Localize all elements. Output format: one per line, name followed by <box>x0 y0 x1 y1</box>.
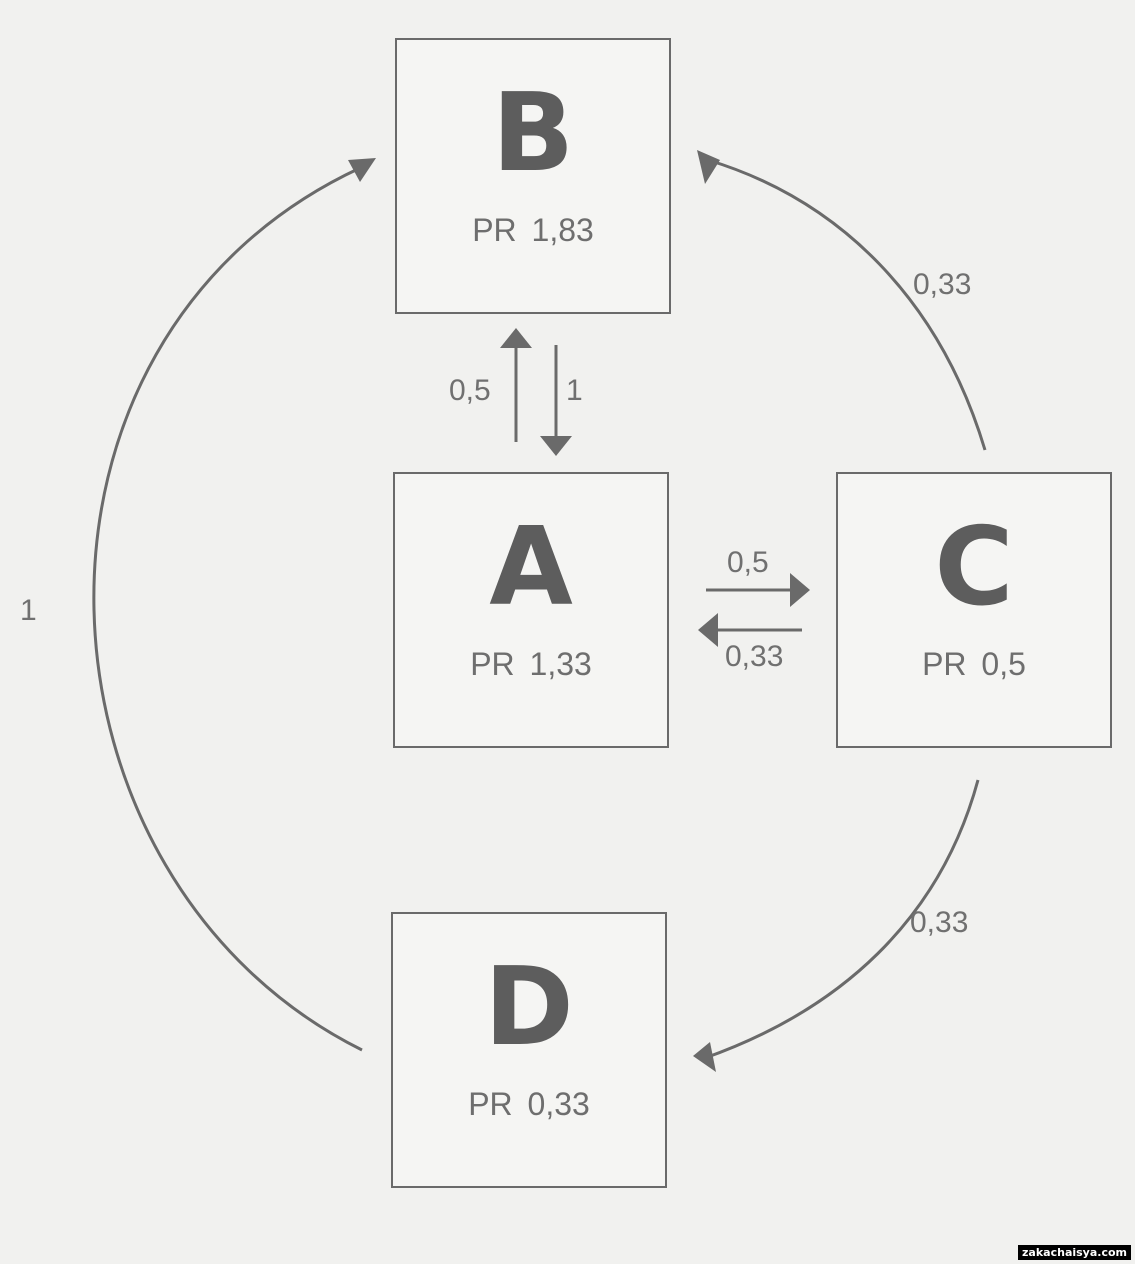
node-d-pagerank: PR 0,33 <box>468 1086 590 1122</box>
arrowhead-d-to-b <box>348 158 376 182</box>
node-d-letter: D <box>484 945 574 1070</box>
arrowhead-c-to-d <box>693 1042 716 1072</box>
edge-label-d-to-b: 1 <box>20 594 37 627</box>
edge-label-a-to-c: 0,5 <box>727 546 769 579</box>
node-c-pagerank: PR 0,5 <box>922 646 1026 682</box>
edge-label-c-to-b: 0,33 <box>913 268 972 301</box>
node-a: A PR 1,33 <box>393 472 669 748</box>
edge-label-b-to-a: 1 <box>566 374 583 407</box>
watermark: zakachaisya.com <box>1018 1245 1131 1260</box>
edge-c-to-b <box>707 158 987 451</box>
arrowhead-a-to-b <box>500 328 532 348</box>
arrowhead-c-to-a <box>698 613 718 647</box>
arrowhead-c-to-b <box>697 150 720 184</box>
node-b-letter: B <box>491 71 575 196</box>
arrowhead-b-to-a <box>540 436 572 456</box>
node-c: C PR 0,5 <box>836 472 1112 748</box>
edge-d-to-b <box>92 166 363 1052</box>
edge-label-a-to-b: 0,5 <box>449 374 491 407</box>
node-d: D PR 0,33 <box>391 912 667 1188</box>
edge-label-c-to-d: 0,33 <box>910 906 969 939</box>
edge-c-to-d <box>704 779 980 1060</box>
node-a-letter: A <box>489 505 573 630</box>
node-a-pagerank: PR 1,33 <box>470 646 592 682</box>
arrowhead-a-to-c <box>790 573 810 607</box>
node-b: B PR 1,83 <box>395 38 671 314</box>
node-b-pagerank: PR 1,83 <box>472 212 594 248</box>
node-c-letter: C <box>934 505 1014 630</box>
edge-label-c-to-a: 0,33 <box>725 640 784 673</box>
